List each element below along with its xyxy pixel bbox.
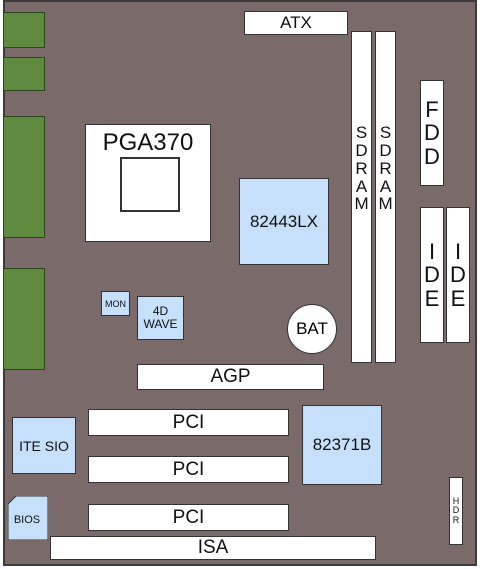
northbridge-label: 82443LX [249,211,319,231]
4d-wave-chip: 4D WAVE [137,296,184,340]
ite-sio-chip: ITE SIO [12,417,76,474]
mon-chip: MON [101,291,130,316]
port-connector-4 [3,268,45,370]
battery: BAT [287,304,337,354]
pci-2-label: PCI [172,458,205,480]
sdram-1-label: SDRAM [354,123,369,214]
agp-slot: AGP [137,364,324,390]
bios-label: BIOS [14,514,40,526]
mon-label: MON [105,298,126,309]
pci-slot-2: PCI [88,456,289,483]
sdram-2-label: SDRAM [378,123,393,214]
battery-label: BAT [296,319,328,338]
sdram-slot-2: SDRAM [375,31,396,363]
pci-3-label: PCI [172,506,205,528]
ide-2-label: IDE [450,239,466,311]
cpu-socket: PGA370 [85,124,211,242]
cpu-die [120,157,180,212]
bios-chip: BIOS [8,496,48,540]
atx-connector: ATX [244,11,348,35]
southbridge-chip: 82371B [302,405,382,485]
port-connector-3 [3,116,45,238]
cpu-label: PGA370 [102,129,194,156]
port-connector-2 [3,57,45,91]
pci-slot-1: PCI [88,409,289,436]
fdd-connector: FDD [420,80,444,186]
isa-label: ISA [197,537,229,558]
wave-label-line2: WAVE [143,317,178,331]
ide-1-label: IDE [424,239,440,311]
pci-slot-3: PCI [88,504,289,531]
ite-sio-label: ITE SIO [19,437,69,454]
southbridge-label: 82371B [312,435,372,454]
ide-connector-1: IDE [420,207,444,343]
fdd-label: FDD [424,97,440,169]
hdr-label: HDR [452,495,460,525]
wave-label-line1: 4D [152,304,169,319]
northbridge-chip: 82443LX [239,178,329,265]
atx-label: ATX [280,13,312,32]
hdr-connector: HDR [449,477,463,545]
ide-connector-2: IDE [446,207,470,343]
sdram-slot-1: SDRAM [351,31,372,363]
isa-slot: ISA [50,536,376,560]
agp-label: AGP [210,366,251,387]
port-connector-1 [3,12,45,48]
pci-1-label: PCI [172,411,205,433]
